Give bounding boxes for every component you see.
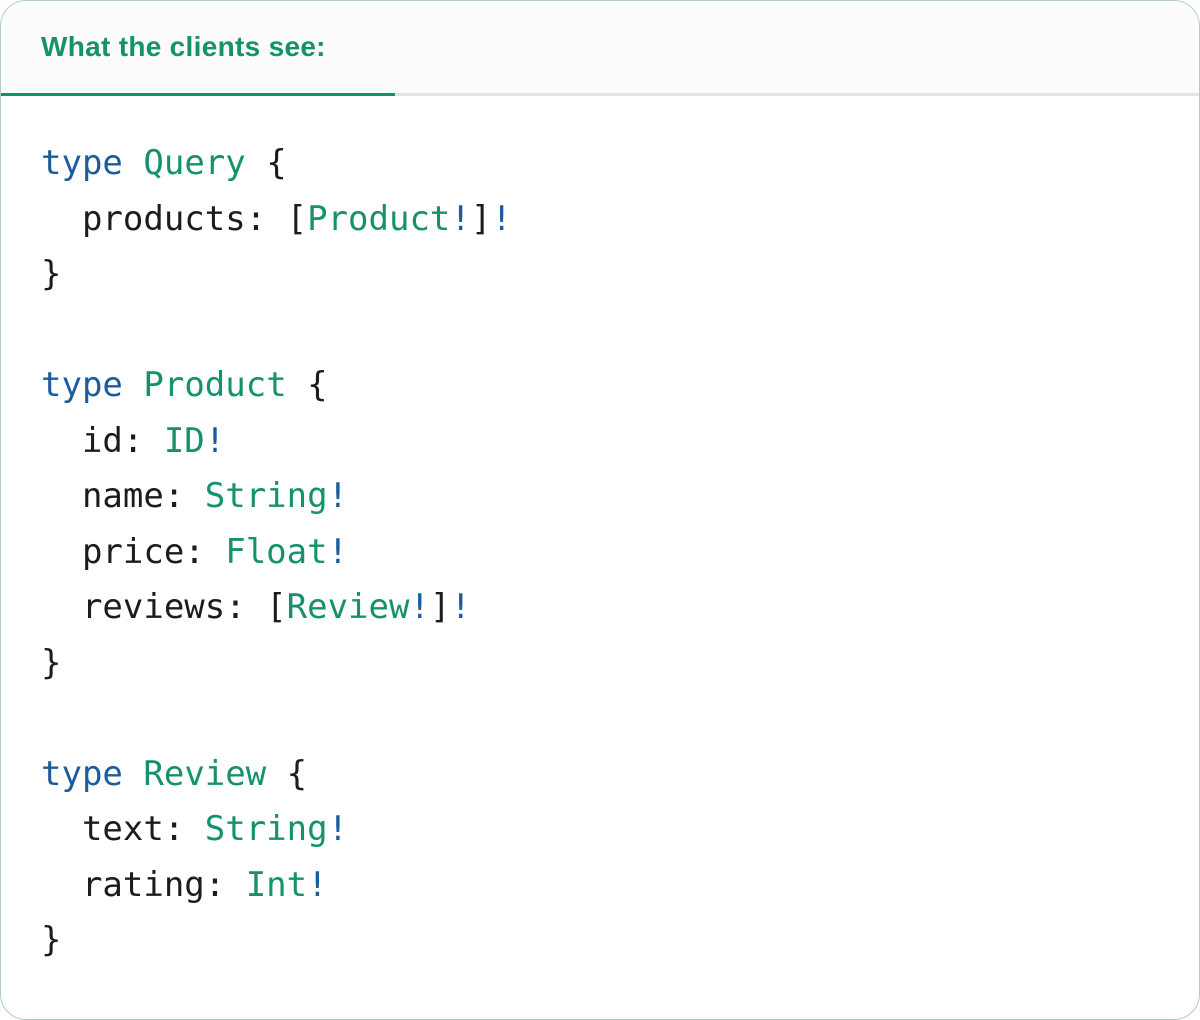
code-token: !	[450, 587, 471, 627]
code-token: String	[204, 809, 328, 849]
code-token: ]	[429, 587, 451, 627]
code-token: text:	[41, 809, 205, 849]
code-token	[41, 310, 61, 350]
code-token: !	[327, 476, 349, 516]
code-line: name: String!	[41, 469, 1169, 525]
code-token: ID	[163, 420, 205, 461]
code-token: type	[41, 365, 123, 405]
code-line: type Query {	[41, 136, 1169, 192]
graphql-schema-code: type Query { products: [Product!]!} type…	[41, 136, 1169, 969]
code-token: Query	[143, 143, 246, 183]
code-token: Int	[245, 864, 308, 905]
code-line	[41, 303, 1169, 359]
code-token: id:	[41, 420, 164, 461]
code-line: rating: Int!	[41, 858, 1169, 914]
active-tab-underline	[1, 93, 395, 96]
code-token: !	[491, 198, 512, 239]
code-token: type	[41, 143, 123, 183]
code-token	[123, 754, 143, 794]
code-area: type Query { products: [Product!]!} type…	[1, 96, 1199, 969]
code-token: }	[41, 920, 62, 960]
panel-header: What the clients see:	[1, 1, 1199, 96]
code-line: reviews: [Review!]!	[41, 580, 1169, 636]
code-token	[41, 698, 61, 738]
code-line: id: ID!	[41, 414, 1169, 470]
code-token: {	[286, 365, 328, 405]
code-line	[41, 691, 1169, 747]
code-token: name:	[41, 476, 205, 516]
code-token: Review	[143, 753, 267, 794]
code-token: }	[41, 254, 62, 294]
code-token: Review	[286, 587, 410, 627]
code-token: !	[327, 809, 349, 849]
panel-title: What the clients see:	[41, 31, 326, 62]
code-token	[123, 365, 143, 405]
code-token: Product	[143, 365, 287, 405]
code-token: ]	[470, 198, 492, 239]
code-token: Product	[307, 198, 451, 239]
code-token: {	[266, 753, 308, 794]
code-token	[123, 143, 143, 183]
code-line: type Review {	[41, 747, 1169, 803]
code-line: text: String!	[41, 802, 1169, 858]
code-line: }	[41, 247, 1169, 303]
code-token: }	[41, 642, 62, 683]
code-token: !	[450, 198, 471, 239]
code-line: products: [Product!]!	[41, 192, 1169, 248]
code-token: price:	[41, 531, 226, 572]
code-token: type	[41, 753, 123, 794]
code-token: products: [	[41, 198, 308, 239]
code-token: String	[204, 476, 328, 516]
code-token: !	[307, 864, 328, 905]
code-line: }	[41, 636, 1169, 692]
code-token: reviews: [	[41, 587, 287, 627]
code-token: {	[245, 143, 287, 183]
code-token: !	[409, 587, 430, 627]
code-token: Float	[225, 531, 328, 572]
code-line: price: Float!	[41, 525, 1169, 581]
code-token: !	[204, 420, 226, 461]
code-line: type Product {	[41, 358, 1169, 414]
code-line: }	[41, 913, 1169, 969]
code-token: !	[327, 531, 349, 572]
code-token: rating:	[41, 864, 246, 905]
